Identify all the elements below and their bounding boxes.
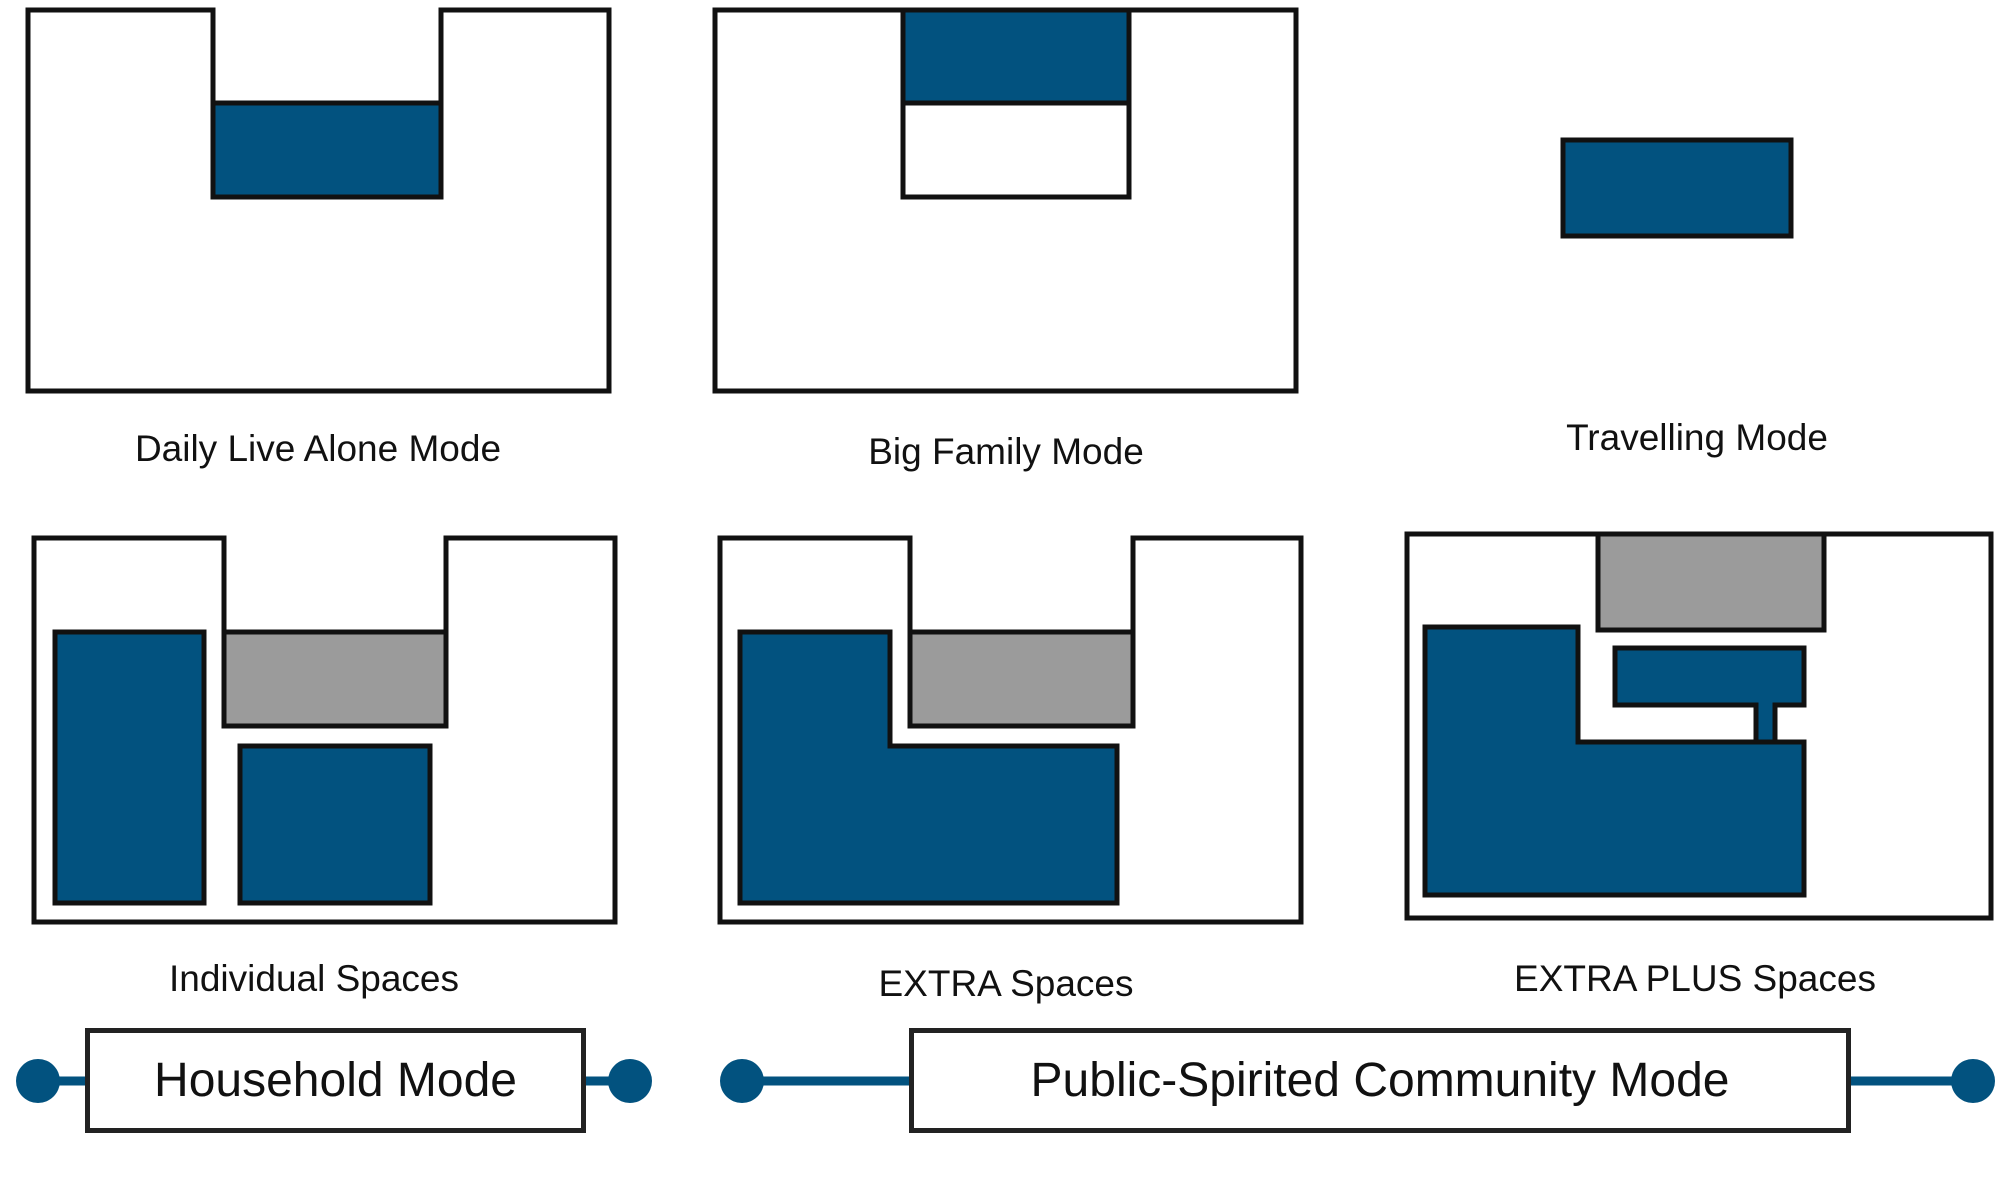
individual-spaces-plan	[31, 535, 618, 925]
household-connector	[16, 1059, 652, 1103]
community-left-node-icon	[720, 1059, 764, 1103]
extra-spaces-plan	[717, 535, 1304, 925]
extra-plus-spaces-plan	[1404, 531, 1994, 921]
household-right-node-icon	[608, 1059, 652, 1103]
community-connector	[720, 1059, 1995, 1103]
community-mode-box: Public-Spirited Community Mode	[909, 1028, 1851, 1133]
label-extra-plus-spaces: EXTRA PLUS Spaces	[1514, 958, 1876, 999]
label-big-family: Big Family Mode	[868, 431, 1144, 472]
label-daily-live-alone: Daily Live Alone Mode	[134, 428, 502, 469]
household-mode-box: Household Mode	[85, 1028, 586, 1133]
community-right-node-icon	[1951, 1059, 1995, 1103]
label-travelling: Travelling Mode	[1566, 417, 1828, 458]
big-family-plan	[712, 7, 1299, 394]
label-extra-spaces: EXTRA Spaces	[878, 963, 1134, 1004]
travelling-plan	[1560, 137, 1794, 239]
household-left-node-icon	[16, 1059, 60, 1103]
daily-live-alone-plan	[25, 7, 612, 394]
label-individual-spaces: Individual Spaces	[168, 958, 460, 999]
community-mode-label: Public-Spirited Community Mode	[1030, 1054, 1730, 1107]
household-mode-label: Household Mode	[154, 1054, 517, 1107]
